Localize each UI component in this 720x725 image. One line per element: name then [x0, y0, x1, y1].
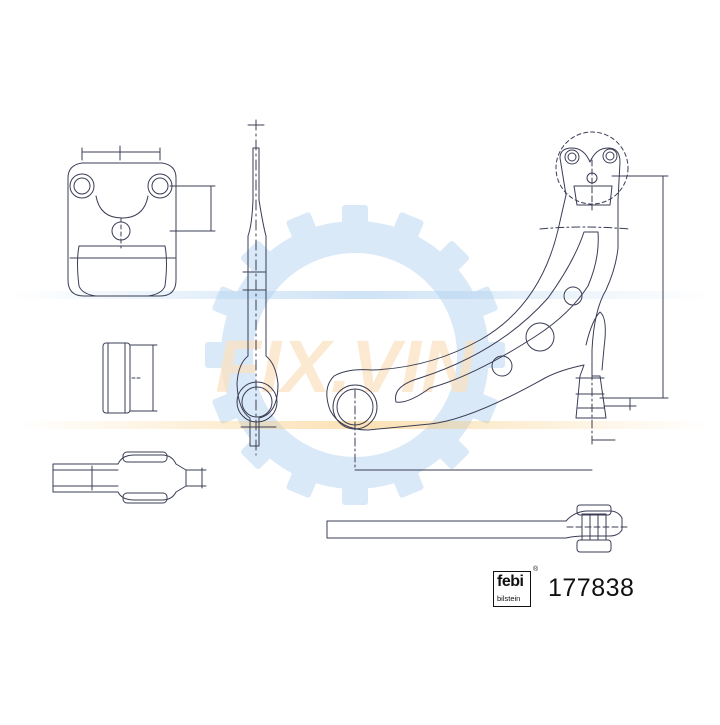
part-number: 177838: [548, 574, 635, 602]
watermark-streak-top: [10, 291, 710, 299]
bracket-front-view: [67, 145, 216, 297]
arm-edge-view: [236, 119, 279, 456]
bushing-side-view: [102, 342, 158, 414]
brand-logo-word: febi: [497, 573, 524, 590]
watermark-text: FIX.VIN: [215, 325, 476, 408]
watermark-streak-mid: [20, 421, 710, 429]
brand-logo-sub: bilstein: [497, 594, 521, 603]
registered-mark: ®: [533, 566, 539, 573]
control-arm-plan-view: [326, 131, 669, 471]
arm-bottom-view: [326, 504, 629, 553]
arm-end-side-view: [52, 451, 207, 504]
brand-logo: febi bilstein: [493, 571, 531, 607]
